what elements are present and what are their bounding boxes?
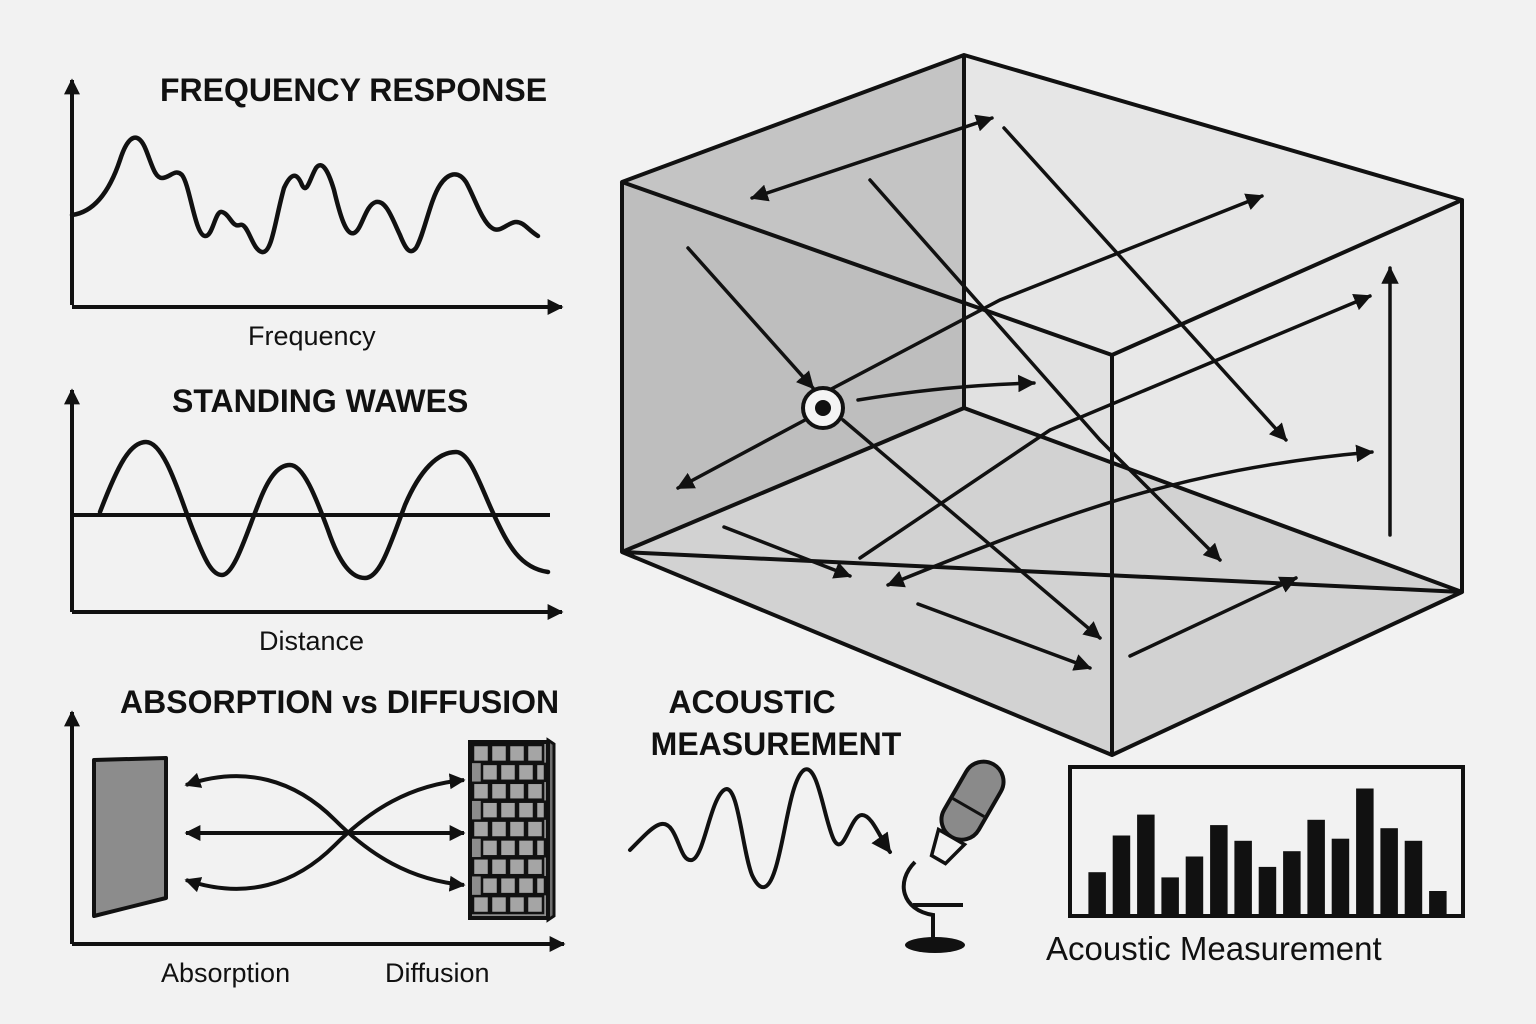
diffuser-block [525,743,545,764]
diffuser-block [498,762,518,783]
frequency-response-title: FREQUENCY RESPONSE [160,72,547,108]
diffuser-block [480,838,500,858]
room-box-icon [620,53,1464,757]
diffuser-block [507,743,527,764]
frequency-axis-label: Frequency [248,321,376,351]
diffuser-block [489,857,509,877]
acoustic-measurement-panel: ACOUSTIC MEASUREMENT Acoustic Measuremen… [628,684,1465,967]
diffuser-block [489,894,509,915]
diffuser-block [525,894,545,915]
diffuser-block [507,781,527,801]
measurement-bar [1356,788,1374,914]
measurement-bar [1331,838,1350,914]
measurement-bar [1429,891,1447,914]
sound-ray-arrows [676,114,1399,671]
diffuser-block [471,743,491,764]
measurement-bar [1283,851,1301,914]
measurement-bar-chart [1088,788,1447,914]
measurement-bar [1088,872,1106,914]
diffuser-block [489,743,509,764]
diffuser-block [480,875,500,896]
absorption-diffusion-panel: ABSORPTION vs DIFFUSION Absorption Diffu… [64,684,566,988]
diffuser-block [516,800,536,820]
distance-axis-label: Distance [259,626,364,656]
diffuser-block [498,875,518,896]
microphone-icon [901,759,1006,953]
diffuser-block [471,781,491,801]
measurement-bar [1404,840,1423,914]
acoustic-measurement-title-line1: ACOUSTIC [668,684,835,720]
diffuser-block [471,894,491,915]
diffuser-block [498,838,518,858]
diffuser-panel-icon [468,737,556,923]
standing-waves-title: STANDING WAWES [172,383,468,419]
frequency-response-curve [69,135,541,255]
acoustic-measurement-title-line2: MEASUREMENT [651,726,902,762]
measurement-bar [1380,828,1398,914]
diffuser-block [507,857,527,877]
diffuser-block [471,819,491,839]
measurement-bar [1234,840,1252,914]
diffuser-block [471,857,491,877]
diffusion-label: Diffusion [385,958,490,988]
diffuser-block [525,819,545,839]
diffuser-block [534,800,547,820]
diffuser-block [516,875,536,896]
measurement-bar [1210,825,1228,914]
measurement-bar [1137,814,1155,914]
measurement-signal-wave [628,767,892,890]
diffuser-block [534,838,547,858]
diffuser-block [534,875,547,896]
diffuser-block [516,838,536,858]
absorption-label: Absorption [161,958,290,988]
diffuser-block [480,762,500,783]
diffuser-block [507,894,527,915]
measurement-bar [1161,877,1179,914]
measurement-bar [1112,835,1131,914]
frequency-response-panel: FREQUENCY RESPONSE Frequency [64,72,564,351]
reflection-arrows [184,772,466,893]
diffuser-block [489,781,509,801]
diffuser-block [489,819,509,839]
measurement-bar [1185,856,1204,914]
diffuser-block [516,762,536,783]
acoustic-measurement-chart-label: Acoustic Measurement [1046,930,1382,967]
sound-source-icon [801,386,845,430]
measurement-chart-frame [1068,765,1465,918]
diffuser-block [480,800,500,820]
standing-wave-curve [97,439,551,581]
diffuser-block [498,800,518,820]
diffuser-block [534,762,547,783]
diffuser-block [507,819,527,839]
diffuser-block [525,857,545,877]
measurement-bar [1307,819,1325,914]
absorber-panel-icon [92,756,168,918]
measurement-bar [1258,866,1277,914]
diffuser-block [525,781,545,801]
absorption-diffusion-title: ABSORPTION vs DIFFUSION [120,684,559,720]
standing-waves-panel: STANDING WAWES Distance [64,383,564,656]
